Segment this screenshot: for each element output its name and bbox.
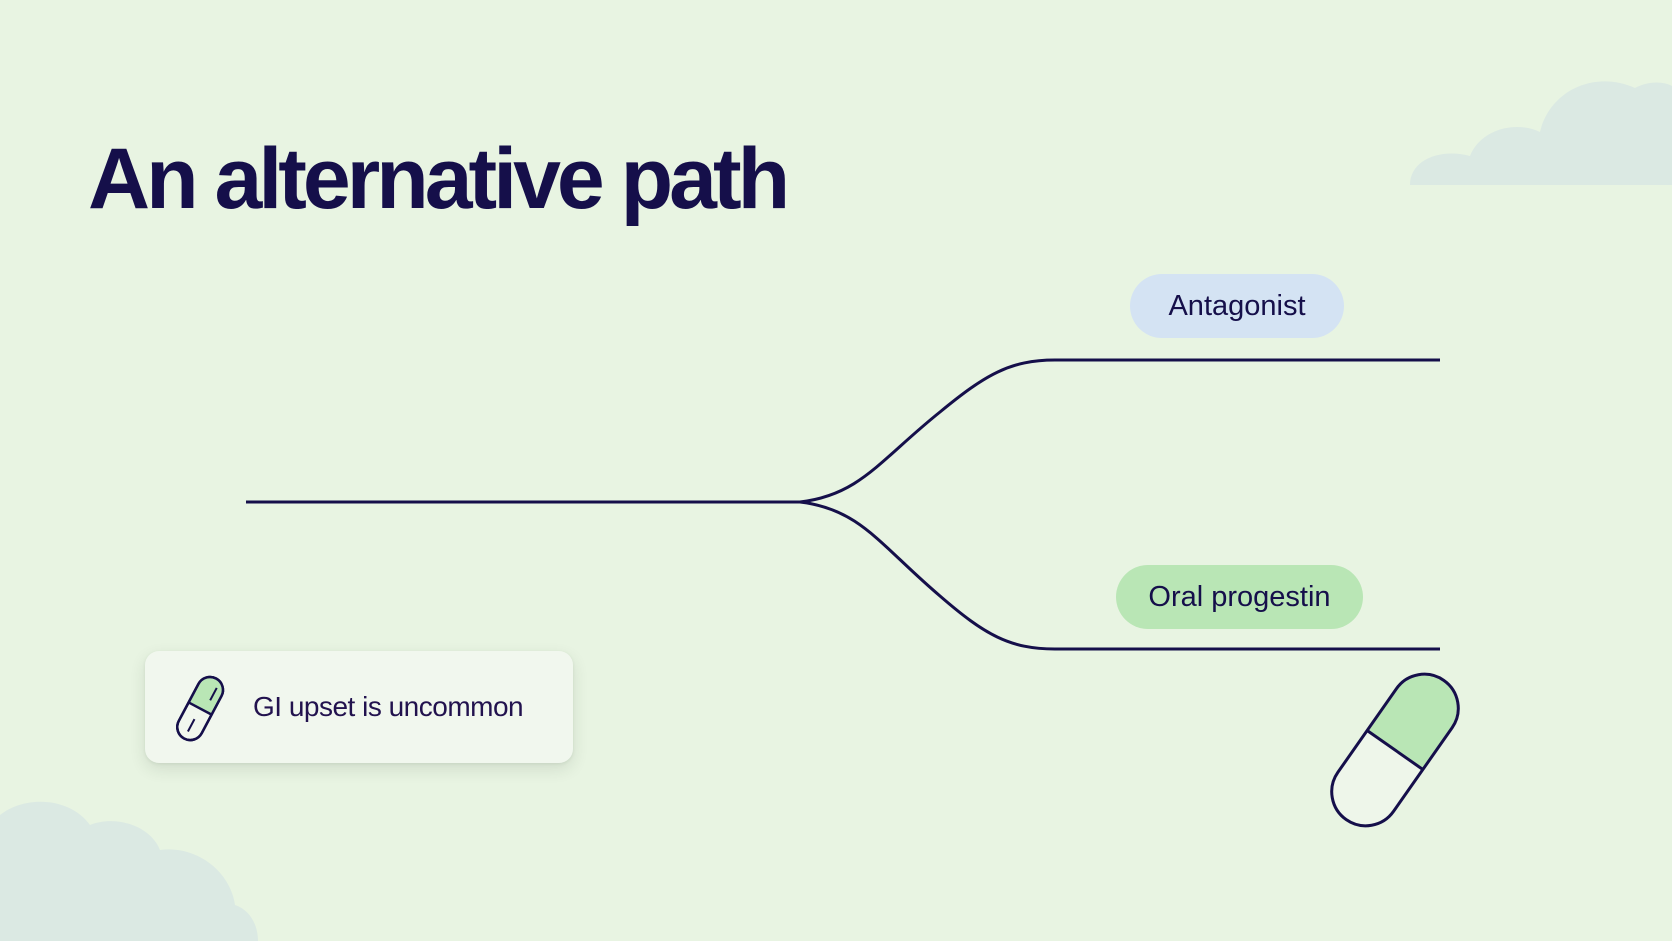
oral-progestin-label: Oral progestin: [1116, 565, 1363, 629]
note-card: GI upset is uncommon: [145, 651, 573, 763]
upper-branch-line: [799, 358, 1440, 504]
capsule-icon: [1330, 672, 1460, 828]
antagonist-label: Antagonist: [1130, 274, 1344, 338]
page-title: An alternative path: [88, 131, 790, 227]
lower-branch-line: [799, 500, 1440, 651]
cloud-icon: [0, 801, 258, 941]
cloud-icon: [1410, 81, 1672, 185]
note-text: GI upset is uncommon: [253, 691, 524, 722]
capsule-icon: [176, 675, 225, 742]
